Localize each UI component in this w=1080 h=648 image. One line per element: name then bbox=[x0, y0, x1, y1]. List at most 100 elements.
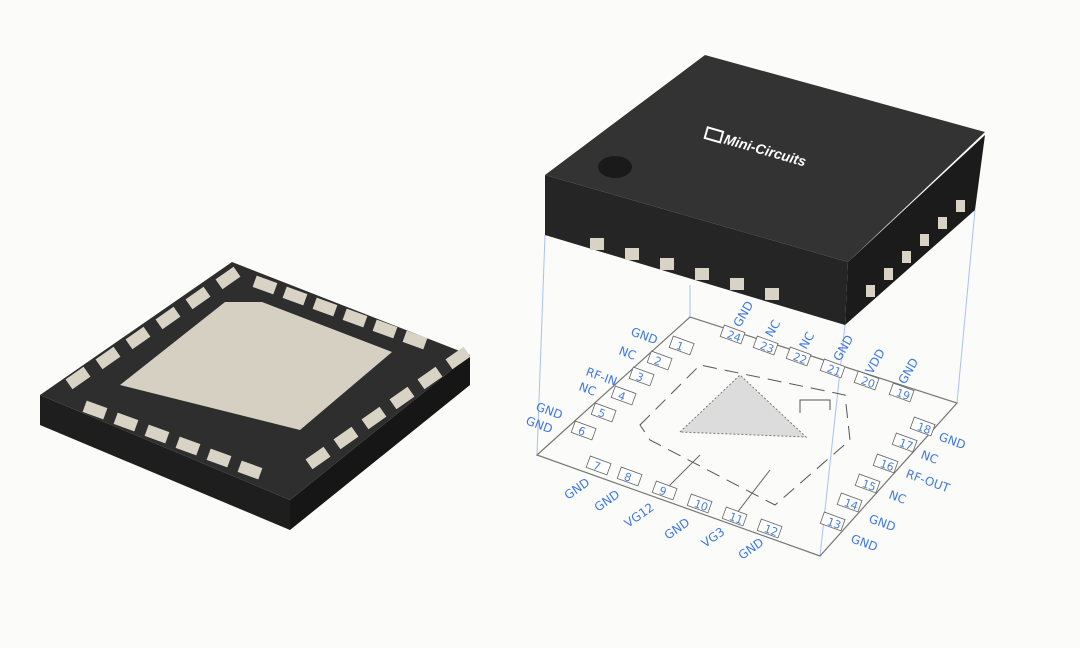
pin-4: 4 NC bbox=[577, 380, 637, 406]
pin-pad bbox=[785, 346, 812, 367]
pin-number: 16 bbox=[878, 457, 896, 474]
pin-number: 7 bbox=[591, 459, 602, 474]
pin-number: 1 bbox=[674, 339, 685, 354]
pin-pad bbox=[668, 335, 695, 356]
pad bbox=[237, 460, 263, 480]
pad bbox=[333, 426, 359, 450]
pad bbox=[125, 326, 151, 350]
pad bbox=[206, 448, 232, 468]
pin-number: 9 bbox=[657, 484, 668, 499]
pin-number: 22 bbox=[791, 350, 809, 367]
pad bbox=[144, 424, 170, 444]
exposed-pad bbox=[120, 302, 392, 430]
lead bbox=[902, 251, 911, 263]
pin-pad bbox=[721, 506, 748, 527]
pad bbox=[305, 446, 331, 470]
pin-label: VG3 bbox=[699, 525, 728, 551]
pad bbox=[282, 286, 308, 306]
lead bbox=[884, 268, 893, 280]
pin-label: NC bbox=[577, 380, 598, 399]
pin-2: 2NC bbox=[617, 344, 673, 371]
pin-pad bbox=[585, 455, 612, 476]
pin-number: 18 bbox=[915, 420, 933, 437]
pad bbox=[155, 306, 181, 330]
pad bbox=[402, 330, 428, 350]
pin-number: 19 bbox=[894, 386, 912, 403]
pin-label: NC bbox=[887, 488, 908, 507]
projection-lines bbox=[536, 209, 976, 557]
lead bbox=[695, 268, 709, 280]
lead bbox=[730, 278, 744, 290]
pin-label: GND bbox=[867, 512, 898, 535]
pin-label: GND bbox=[736, 535, 767, 562]
chip-top-view: Mini-Circuits bbox=[545, 55, 985, 325]
lead bbox=[765, 288, 779, 300]
pin-label: GND bbox=[562, 475, 593, 502]
chip-bottom-view bbox=[40, 262, 471, 530]
pin-number: 4 bbox=[616, 389, 627, 404]
pin-label: NC bbox=[762, 317, 783, 339]
pin-pad bbox=[888, 382, 915, 403]
pin-pad bbox=[891, 432, 918, 453]
pad bbox=[417, 366, 443, 390]
pad bbox=[312, 297, 338, 317]
pin-pad bbox=[610, 385, 637, 406]
pin-label: GND bbox=[895, 356, 921, 387]
pad bbox=[342, 308, 368, 328]
lead bbox=[920, 234, 929, 246]
pad bbox=[361, 406, 387, 430]
pin-pad bbox=[853, 370, 880, 391]
pin-pad bbox=[570, 420, 597, 441]
pin-number: 24 bbox=[725, 328, 743, 345]
pin-label: GND bbox=[592, 487, 623, 514]
pad bbox=[175, 436, 201, 456]
lead bbox=[660, 258, 674, 270]
pin-label: VG12 bbox=[622, 500, 657, 530]
lead bbox=[938, 217, 947, 229]
pin-label: VDD bbox=[862, 346, 887, 376]
pin-number: 20 bbox=[859, 374, 877, 391]
pin-1: 1 GND bbox=[629, 325, 695, 356]
pin-pad bbox=[616, 466, 643, 487]
pin-pad bbox=[836, 492, 863, 513]
pin-label: GND bbox=[629, 325, 660, 348]
pad bbox=[215, 266, 241, 290]
pad bbox=[95, 346, 121, 370]
pin-label: NC bbox=[796, 329, 817, 351]
pin-number: 2 bbox=[652, 354, 663, 369]
pin-number: 14 bbox=[842, 496, 860, 513]
pin-label: GND bbox=[937, 430, 968, 453]
lead bbox=[625, 248, 639, 260]
pad bbox=[252, 275, 278, 295]
pin-pad bbox=[756, 518, 783, 539]
lead bbox=[956, 200, 965, 212]
pin-label: GND bbox=[849, 532, 880, 555]
pin-number: 23 bbox=[758, 339, 776, 356]
pad bbox=[113, 412, 139, 432]
pin1-marker bbox=[598, 156, 632, 178]
pin-pad bbox=[686, 493, 713, 514]
pin-pad bbox=[819, 358, 846, 379]
pin-pad bbox=[819, 511, 846, 532]
lead bbox=[590, 238, 604, 250]
pin-pad bbox=[752, 335, 779, 356]
pin-number: 15 bbox=[860, 477, 878, 494]
amplifier-triangle bbox=[678, 374, 808, 438]
pin-label: GND bbox=[662, 515, 693, 542]
pin-number: 3 bbox=[634, 370, 645, 385]
pin-number: 12 bbox=[762, 522, 780, 539]
pin-pad bbox=[854, 473, 881, 494]
pad bbox=[372, 319, 398, 339]
